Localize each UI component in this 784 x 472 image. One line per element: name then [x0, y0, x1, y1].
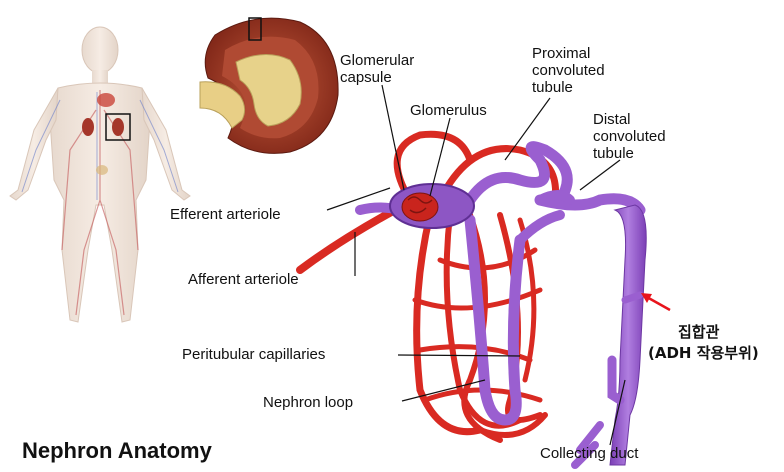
nephron-highlight-box	[248, 17, 262, 41]
annotation-adh-site: (ADH 작용부위)	[648, 344, 759, 362]
nephron-loop-tube	[464, 214, 526, 426]
label-proximal-tubule: Proximal convoluted tubule	[532, 45, 609, 96]
label-glomerulus: Glomerulus	[410, 102, 487, 119]
leader-lines	[326, 84, 626, 446]
glomerulus-shape	[401, 192, 439, 222]
kidney-cross-section	[199, 17, 339, 154]
diagram-title: Nephron Anatomy	[22, 438, 213, 463]
human-body-figure	[9, 26, 191, 323]
afferent-arteriole-vessel	[296, 206, 399, 274]
label-distal-tubule: Distal convoluted tubule	[593, 111, 670, 162]
tubule-network	[464, 141, 646, 426]
nephron-structure	[296, 130, 647, 469]
label-peritubular-capillaries: Peritubular capillaries	[182, 346, 325, 363]
kidney-highlight-box	[105, 113, 131, 141]
label-collecting-duct: Collecting duct	[540, 445, 639, 462]
label-nephron-loop: Nephron loop	[263, 394, 353, 411]
collecting-duct-tube	[571, 204, 647, 469]
label-efferent-arteriole: Efferent arteriole	[170, 206, 281, 223]
adh-arrowhead	[641, 293, 652, 303]
label-afferent-arteriole: Afferent arteriole	[188, 271, 299, 288]
annotation-collecting-duct-korean: 집합관	[678, 323, 720, 341]
label-glomerular-capsule: Glomerular capsule	[340, 52, 418, 86]
